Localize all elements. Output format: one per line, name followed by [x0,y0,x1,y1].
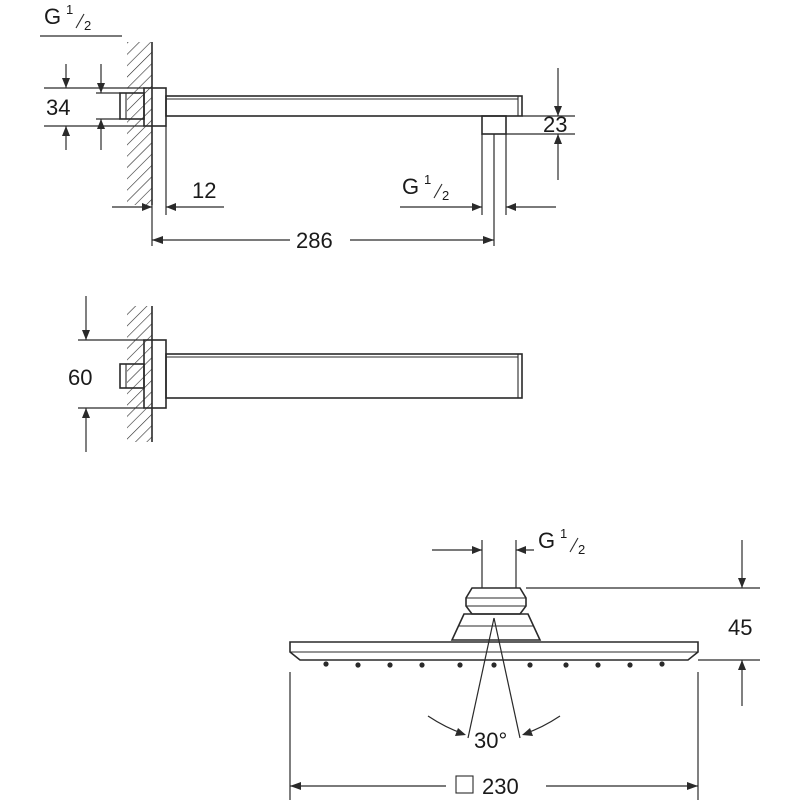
arm-width-label: 60 [68,365,92,390]
thread-denominator: 2 [578,542,585,557]
thread-numerator: 1 [424,172,431,187]
thread-numerator: 1 [560,526,567,541]
square-symbol-icon [455,775,474,794]
thread-numerator: 1 [66,2,73,17]
arm-outlet [481,115,507,135]
arm-top-view: 60 [68,296,523,452]
thread-label-outlet: G 1 2 [402,172,449,203]
arm-side-view: G 1 2 34 23 [40,2,575,253]
thread-label-head: G 1 2 [538,526,585,557]
head-size-label: 230 [482,774,519,799]
wall-section-top [127,42,153,205]
outlet-height-label: 23 [543,112,567,137]
thread-denominator: 2 [442,188,449,203]
thread-letter: G [44,4,61,29]
spray-angle-label: 30° [474,728,507,753]
wall-depth-label: 12 [192,178,216,203]
wall-section-middle [127,306,153,442]
nozzle-row [323,661,665,668]
head-connector [465,587,527,615]
shower-arm-top-view [165,353,523,399]
head-plate [289,641,699,661]
thread-letter: G [402,174,419,199]
shower-arm [165,95,523,117]
thread-letter: G [538,528,555,553]
head-height-label: 45 [728,615,752,640]
thread-label-top: G 1 2 [44,2,91,33]
head-neck [450,613,542,641]
arm-length-label: 286 [296,228,333,253]
wall-connector-top-view [119,363,145,389]
thread-denominator: 2 [84,18,91,33]
shower-head-view: G 1 2 45 30° 230 [289,526,760,800]
arm-height-label: 34 [46,95,70,120]
wall-connector [119,92,145,120]
